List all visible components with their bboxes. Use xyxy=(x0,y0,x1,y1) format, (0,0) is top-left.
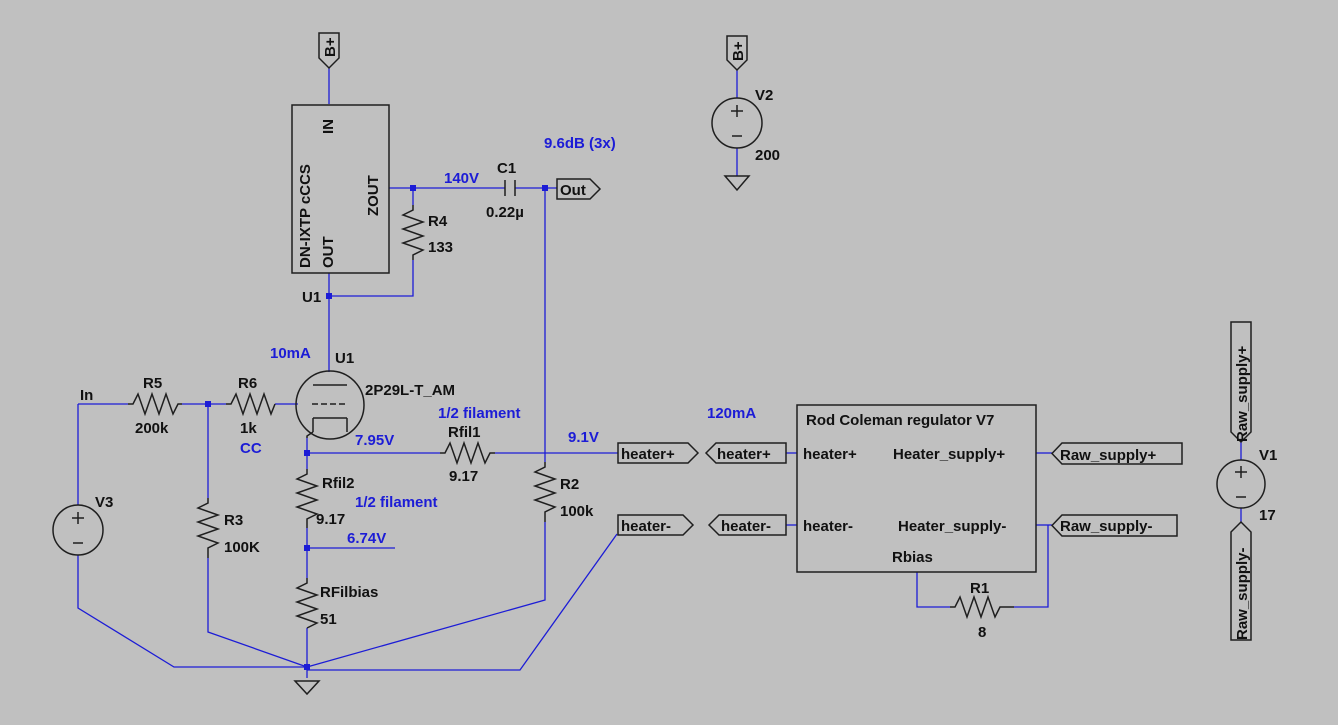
regulator-title: Rod Coleman regulator V7 xyxy=(806,412,994,429)
resistor-r6[interactable] xyxy=(226,391,276,417)
anode-voltage-annotation: 140V xyxy=(444,170,479,187)
resistor-r1[interactable] xyxy=(950,594,1014,620)
svg-text:B+: B+ xyxy=(322,37,339,57)
resistor-r3[interactable] xyxy=(195,498,221,558)
v1-value: 17 xyxy=(1259,507,1276,524)
r2-ref: R2 xyxy=(560,476,579,493)
v1-source[interactable] xyxy=(1216,459,1266,509)
v2-value: 200 xyxy=(755,147,780,164)
r4-ref: R4 xyxy=(428,213,448,230)
anode-current-annotation: 10mA xyxy=(270,345,311,362)
r3-ref: R3 xyxy=(224,512,243,529)
junctions xyxy=(205,185,548,670)
rfilbias-value: 51 xyxy=(320,611,337,628)
r4-value: 133 xyxy=(428,239,453,256)
filament-top-voltage-annotation: 7.95V xyxy=(355,432,394,449)
c1-ref: C1 xyxy=(497,160,516,177)
raw-supply-plus-flag-vertical: Raw_supply+ xyxy=(1230,321,1252,444)
regulator-pin-supply-plus: Heater_supply+ xyxy=(893,446,1005,463)
regulator-pin-rbias: Rbias xyxy=(892,549,933,566)
filament-mid-voltage-annotation: 6.74V xyxy=(347,530,386,547)
v3-ref: V3 xyxy=(95,494,113,511)
svg-text:heater-: heater- xyxy=(621,518,671,535)
in-label: In xyxy=(80,387,93,404)
v1-ref: V1 xyxy=(1259,447,1277,464)
svg-text:heater+: heater+ xyxy=(717,446,771,463)
resistor-r2[interactable] xyxy=(532,462,558,522)
svg-text:heater-: heater- xyxy=(721,518,771,535)
ccs-pin-in: IN xyxy=(320,119,337,134)
raw-supply-minus-flag-vertical: Raw_supply- xyxy=(1230,520,1252,641)
raw-supply-minus-flag: Raw_supply- xyxy=(1050,514,1178,537)
bplus-flag-v2: B+ xyxy=(726,35,748,72)
heater-minus-flag-right: heater- xyxy=(707,514,787,536)
regulator-block[interactable]: Rod Coleman regulator V7 heater+ heater-… xyxy=(796,404,1037,573)
capacitor-c1[interactable] xyxy=(504,180,516,196)
heater-voltage-annotation: 9.1V xyxy=(568,429,599,446)
ccs-pin-zout: ZOUT xyxy=(365,175,382,216)
regulator-pin-heater-minus: heater- xyxy=(803,518,853,535)
resistor-rfilbias[interactable] xyxy=(294,578,320,629)
rfilbias-ref: RFilbias xyxy=(320,584,378,601)
heater-minus-flag-left: heater- xyxy=(617,514,695,536)
resistor-rfil1[interactable] xyxy=(440,440,495,466)
r1-ref: R1 xyxy=(970,580,989,597)
r5-ref: R5 xyxy=(143,375,162,392)
svg-text:heater+: heater+ xyxy=(621,446,675,463)
r6-ref: R6 xyxy=(238,375,257,392)
wires xyxy=(77,68,1242,678)
ground-icon xyxy=(293,680,321,696)
v2-source[interactable] xyxy=(711,97,763,149)
ccs-body-label: DN-IXTP cCCS xyxy=(297,164,314,268)
regulator-pin-supply-minus: Heater_supply- xyxy=(898,518,1006,535)
v3-source[interactable] xyxy=(52,504,104,556)
r5-value: 200k xyxy=(135,420,169,437)
tube-ref: U1 xyxy=(335,350,354,367)
svg-text:Raw_supply+: Raw_supply+ xyxy=(1060,447,1157,464)
cc-annotation: CC xyxy=(240,440,262,457)
ground-icon xyxy=(723,175,751,192)
svg-text:Raw_supply-: Raw_supply- xyxy=(1060,518,1153,535)
filament-half-annotation-2: 1/2 filament xyxy=(355,494,438,511)
regulator-pin-heater-plus: heater+ xyxy=(803,446,857,463)
r1-value: 8 xyxy=(978,624,986,641)
ccs-ref: U1 xyxy=(302,289,321,306)
resistor-r5[interactable] xyxy=(128,391,182,417)
rfil1-value: 9.17 xyxy=(449,468,478,485)
resistor-r4[interactable] xyxy=(400,205,426,260)
svg-text:Out: Out xyxy=(560,182,586,199)
out-flag: Out xyxy=(556,178,602,200)
heater-plus-flag-right: heater+ xyxy=(704,442,787,464)
resistor-rfil2[interactable] xyxy=(294,469,320,528)
bplus-flag-ccs: B+ xyxy=(318,32,340,70)
r2-value: 100k xyxy=(560,503,594,520)
v2-ref: V2 xyxy=(755,87,773,104)
r3-value: 100K xyxy=(224,539,260,556)
triode-tube-icon[interactable] xyxy=(295,370,365,440)
rfil2-value: 9.17 xyxy=(316,511,345,528)
svg-text:Raw_supply-: Raw_supply- xyxy=(1234,547,1251,640)
r6-value: 1k xyxy=(240,420,257,437)
heater-plus-flag-left: heater+ xyxy=(617,442,700,464)
gain-annotation: 9.6dB (3x) xyxy=(544,135,616,152)
tube-model: 2P29L-T_AM xyxy=(365,382,455,399)
svg-text:Raw_supply+: Raw_supply+ xyxy=(1234,345,1251,442)
svg-text:B+: B+ xyxy=(730,41,747,61)
c1-value: 0.22µ xyxy=(486,204,524,221)
rfil2-ref: Rfil2 xyxy=(322,475,355,492)
raw-supply-plus-flag: Raw_supply+ xyxy=(1050,442,1183,465)
rfil1-ref: Rfil1 xyxy=(448,424,481,441)
ccs-pin-out: OUT xyxy=(320,236,337,268)
ccs-block[interactable]: DN-IXTP cCCS OUT IN ZOUT xyxy=(291,104,390,274)
heater-current-annotation: 120mA xyxy=(707,405,756,422)
filament-half-annotation-1: 1/2 filament xyxy=(438,405,521,422)
